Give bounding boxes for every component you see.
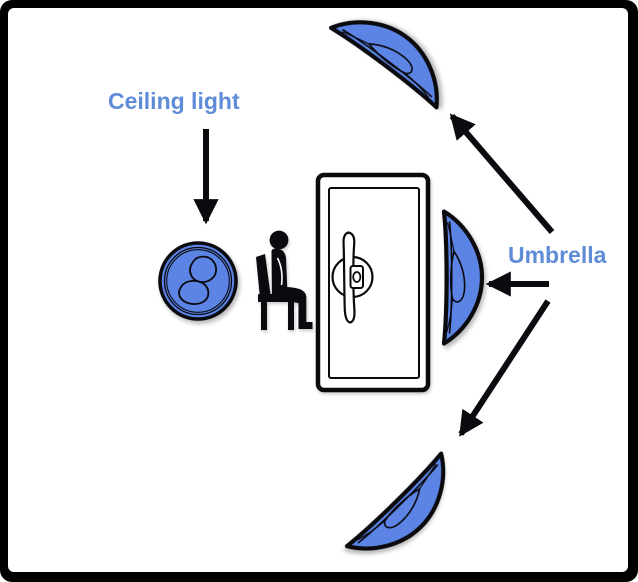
person-head bbox=[269, 230, 289, 250]
ceiling-light-icon bbox=[158, 241, 238, 321]
umbrella-arrow-bottom bbox=[458, 299, 551, 437]
seated-person-icon bbox=[256, 230, 313, 330]
chair-rear-leg bbox=[261, 301, 267, 330]
umbrella-top-icon bbox=[331, 0, 459, 107]
chair-back bbox=[256, 254, 271, 298]
ceiling-light-label: Ceiling light bbox=[108, 88, 240, 114]
chair-front-leg bbox=[288, 301, 294, 330]
umbrella-arrow-top bbox=[449, 113, 555, 234]
umbrella-label: Umbrella bbox=[508, 242, 607, 268]
monitor-top-view-icon bbox=[331, 231, 374, 324]
umbrella-bottom-icon bbox=[347, 454, 468, 574]
desk-icon bbox=[315, 172, 431, 393]
umbrella-middle-icon bbox=[444, 212, 482, 344]
